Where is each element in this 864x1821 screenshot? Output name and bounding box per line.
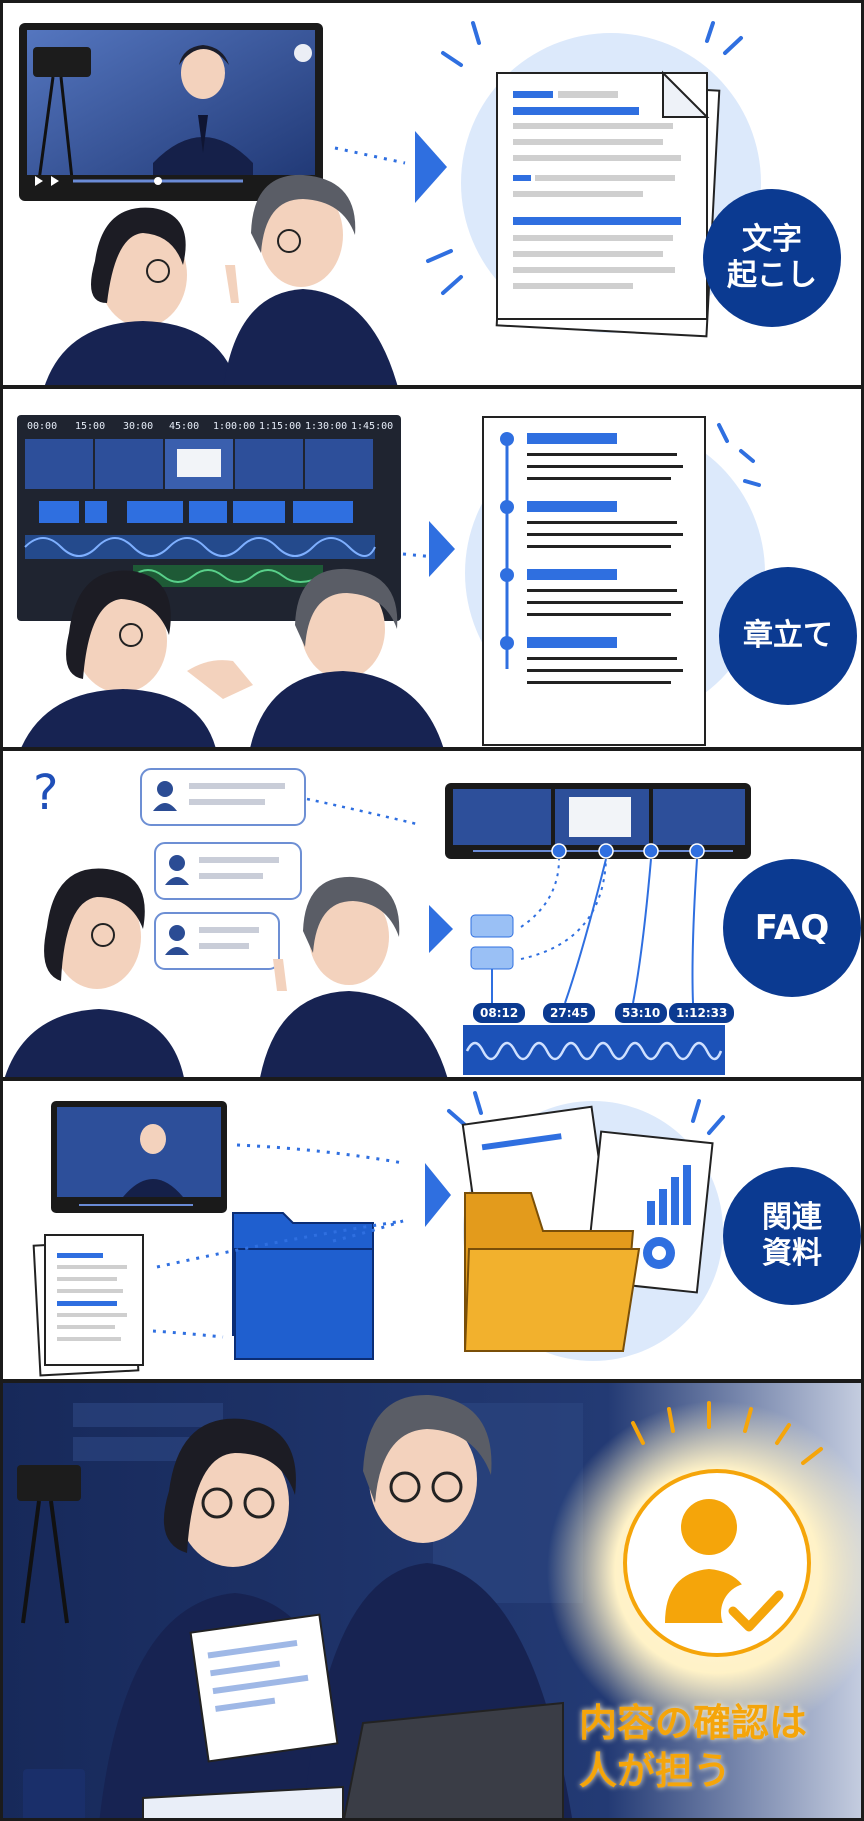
- faq-illustration: [4, 768, 751, 1077]
- panel-faq: ? 08:: [0, 748, 864, 1080]
- timeline-label-5: 1:00:00: [213, 421, 256, 432]
- panel-transcription: 文字 起こし: [0, 0, 864, 388]
- faq-timestamp-4: 1:12:33: [669, 1003, 735, 1023]
- faq-timestamp-3: 53:10: [615, 1003, 668, 1023]
- timeline-label-1: 00:00: [27, 421, 58, 432]
- timeline-label-8: 1:45:00: [351, 421, 394, 432]
- related-materials-illustration: [32, 1091, 725, 1377]
- timeline-label-6: 1:15:00: [259, 421, 302, 432]
- timeline-label-2: 15:00: [75, 421, 106, 432]
- question-mark-icon: ?: [33, 765, 59, 821]
- panel-related-materials: 関連 資料: [0, 1078, 864, 1382]
- faq-timestamp-1: 08:12: [473, 1003, 526, 1023]
- faq-badge: FAQ: [723, 859, 861, 997]
- timeline-label-7: 1:30:00: [305, 421, 348, 432]
- caption-line-2: 人が担う: [579, 1749, 732, 1794]
- panel-human-review: 内容の確認は 人が担う: [0, 1380, 864, 1821]
- human-review-caption: 内容の確認は 人が担う: [579, 1699, 839, 1796]
- timeline-label-4: 45:00: [169, 421, 200, 432]
- transcription-badge: 文字 起こし: [703, 189, 841, 327]
- chapters-badge: 章立て: [719, 567, 857, 705]
- transcription-illustration: [19, 21, 761, 385]
- related-materials-badge: 関連 資料: [723, 1167, 861, 1305]
- faq-timestamp-2: 27:45: [543, 1003, 596, 1023]
- caption-line-1: 内容の確認は: [579, 1700, 808, 1745]
- panel-chapters: 00:00 15:00 30:00 45:00 1:00:00 1:15:00 …: [0, 386, 864, 750]
- human-review-illustration: [3, 1383, 861, 1818]
- timeline-label-3: 30:00: [123, 421, 154, 432]
- chapters-illustration: [17, 415, 765, 747]
